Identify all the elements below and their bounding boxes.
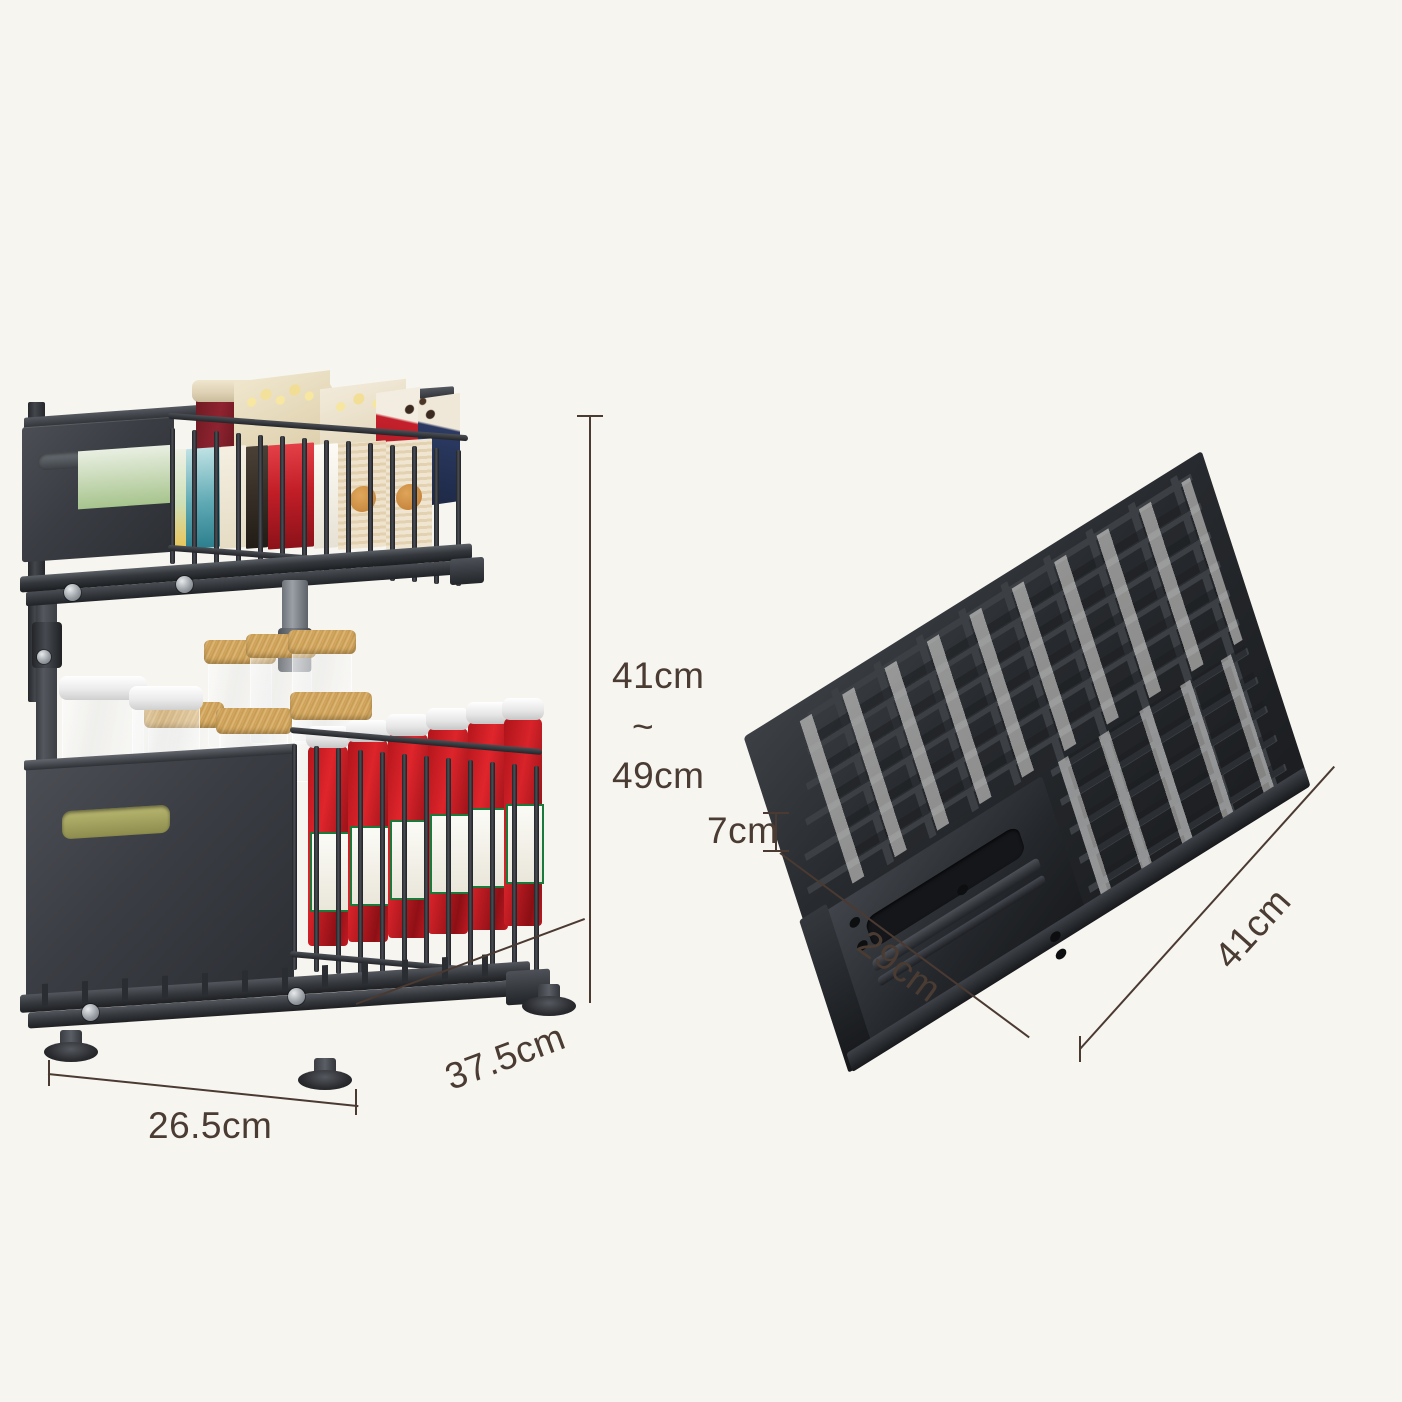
lower-basket-wire-wall — [290, 726, 542, 992]
adjust-screw-left — [37, 650, 51, 664]
upper-basket-wire-wall — [168, 412, 470, 586]
upper-tier-end-cap — [450, 556, 484, 586]
lower-tier — [20, 630, 550, 1029]
adjustable-foot-rear-right — [522, 996, 576, 1016]
lower-frame-screw-left — [82, 1004, 99, 1021]
adjustable-foot-front-right — [298, 1070, 352, 1090]
adjustable-foot-front-left — [44, 1042, 98, 1062]
folded-screw-hole-5 — [1054, 946, 1068, 962]
folded-height-cap-bottom — [763, 850, 789, 852]
height-max-label: 49cm — [612, 755, 705, 796]
folded-rack-illustration — [743, 450, 1360, 1080]
width-label: 26.5cm — [148, 1105, 273, 1146]
height-separator-label: ~ — [632, 706, 655, 747]
lower-basket-left-panel — [26, 749, 294, 1005]
height-dimension-cap-top — [577, 415, 603, 417]
ketchup-bottle-3 — [386, 714, 430, 938]
folded-length-cap-near — [1079, 1036, 1081, 1062]
lower-frame-screw-right — [288, 988, 305, 1005]
folded-height-label: 7cm — [707, 810, 779, 851]
assembled-rack-illustration — [20, 330, 600, 1120]
height-dimension-line — [589, 415, 591, 1003]
upper-tier — [20, 370, 484, 607]
upper-frame-screw-mid — [176, 576, 193, 593]
folded-rack-body — [743, 440, 1337, 1099]
width-dimension-cap-left — [48, 1060, 50, 1086]
upper-frame-screw-left — [64, 584, 81, 601]
depth-dimension-cap-near — [355, 1089, 357, 1115]
folded-height-dimension-line — [775, 812, 777, 852]
height-min-label: 41cm — [612, 655, 705, 696]
folded-height-cap-top — [763, 812, 789, 814]
canned-goods-label — [78, 444, 174, 510]
